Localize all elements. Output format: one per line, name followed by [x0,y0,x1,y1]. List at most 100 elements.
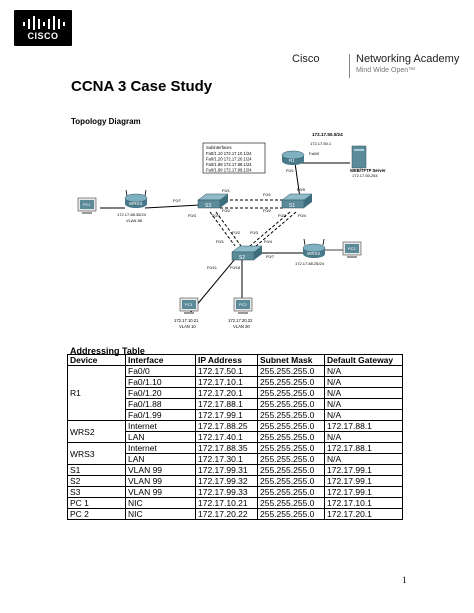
table-cell: Internet [125,442,196,454]
topology-links [100,162,350,314]
table-cell: 255.255.255.0 [257,475,325,487]
r1-network-label: 172.17.50.0/24 [312,132,343,137]
server: WEB/TFTP Server 172.17.50.254 [350,145,386,178]
s3-label: S3 [205,203,211,209]
table-cell: 172.17.20.1 [324,508,403,520]
academy-tagline: Mind Wide Open™ [356,67,416,74]
cisco-logo-text: CISCO [27,31,59,41]
s1-f04: F0/4 [298,213,307,218]
table-cell: N/A [324,387,403,399]
link-wrs3-s3 [144,204,201,209]
s2-f04: F0/4 [264,239,273,244]
table-cell: 172.17.20.1 [195,387,258,399]
table-cell: 255.255.255.0 [257,486,325,498]
table-cell: VLAN 99 [125,486,196,498]
cisco-bars-icon [23,16,65,30]
s2-f02: F0/2 [232,230,241,235]
table-cell: 255.255.255.0 [257,387,325,399]
table-cell: 172.17.88.1 [324,420,403,432]
table-cell: N/A [324,365,403,377]
r1-fa00: Fa0/0 [309,151,320,156]
academy-name: Networking Academy [356,53,460,65]
s1-f03: F0/3 [278,213,287,218]
r1-address: 172.17.50.1 [310,141,332,146]
topology-title: Topology Diagram [71,117,141,126]
trunk-links [209,199,297,247]
link-s2-pc1 [189,252,241,314]
table-cell: 172.17.40.1 [195,431,258,443]
s1-f05: F0/5 [297,187,306,192]
s3-f01: F0/1 [222,188,231,193]
s1-f02: F0/2 [263,208,272,213]
device-cell: S3 [67,486,126,498]
pc2-address: 172.17.20.22 [228,318,253,323]
table-cell: LAN [125,453,196,465]
table-cell: 172.17.30.1 [195,453,258,465]
table-cell: 255.255.255.0 [257,376,325,388]
table-cell: Fa0/1.99 [125,409,196,421]
header-bar: CISCO [0,0,474,48]
cisco-logo: CISCO [14,10,72,46]
device-cell: WRS3 [67,442,126,465]
table-cell: LAN [125,431,196,443]
table-cell: 172.17.10.1 [195,376,258,388]
subinterfaces-title: Subinterfaces [206,145,232,150]
table-cell: 255.255.255.0 [257,464,325,476]
table-cell: 172.17.88.1 [195,398,258,410]
subinterface-line: Fa0/1.20 172.17.20.1/24 [206,157,252,162]
table-cell: 172.17.99.1 [324,475,403,487]
pc2: PC2 172.17.20.22 VLAN 20 [228,297,253,329]
table-cell: 172.17.10.21 [195,497,258,509]
table-cell: Fa0/1.88 [125,398,196,410]
topology-diagram: Subinterfaces Fa0/1.10 172.17.10.1/24 Fa… [77,132,386,329]
s1-label: S1 [289,203,295,209]
table-cell: 172.17.50.1 [195,365,258,377]
table-cell: 172.17.99.1 [324,486,403,498]
table-cell: N/A [324,409,403,421]
pc-wrs2: PC2 [342,241,362,258]
table-cell: 255.255.255.0 [257,508,325,520]
column-header: Subnet Mask [257,354,325,366]
pc2-label: PC2 [239,302,248,307]
table-cell: 172.17.20.22 [195,508,258,520]
table-cell: 172.17.99.32 [195,475,258,487]
academy-brand-cisco: Cisco [292,53,320,65]
s2-label: S2 [239,255,245,261]
document-title: CCNA 3 Case Study [71,78,213,95]
academy-brand: Cisco Networking Academy Mind Wide Open™ [292,53,462,83]
wireless-router-wrs3: WRS3 172.17.88.35/24 VLAN 88 [117,189,148,223]
s2-f03: F0/3 [250,230,259,235]
pc-label: PC2 [348,246,357,251]
subinterface-line: Fa0/1.10 172.17.10.1/24 [206,151,252,156]
wrs2-label: WRS2 [307,251,321,256]
table-cell: N/A [324,398,403,410]
pc-wrs3: PC1 [77,197,97,214]
table-cell: NIC [125,508,196,520]
s1-f01: F0/1 [263,192,272,197]
pc1-label: PC1 [185,302,194,307]
table-cell: 172.17.99.1 [324,464,403,476]
page-number: 1 [402,575,407,585]
table-cell: NIC [125,497,196,509]
table-cell: 172.17.99.31 [195,464,258,476]
table-cell: VLAN 99 [125,475,196,487]
table-cell: N/A [324,453,403,465]
wrs3-label: WRS3 [129,201,143,206]
table-cell: 172.17.88.25 [195,420,258,432]
subinterface-line: Fa0/1.88 172.17.88.1/24 [206,162,252,167]
table-cell: 255.255.255.0 [257,442,325,454]
table-cell: 255.255.255.0 [257,453,325,465]
pc1-address: 172.17.10.21 [174,318,199,323]
column-header: Default Gateway [324,354,403,366]
s3-f04: F0/4 [212,213,221,218]
pc1-vlan: VLAN 10 [179,324,196,329]
r1-label: R1 [289,158,295,163]
table-cell: Internet [125,420,196,432]
